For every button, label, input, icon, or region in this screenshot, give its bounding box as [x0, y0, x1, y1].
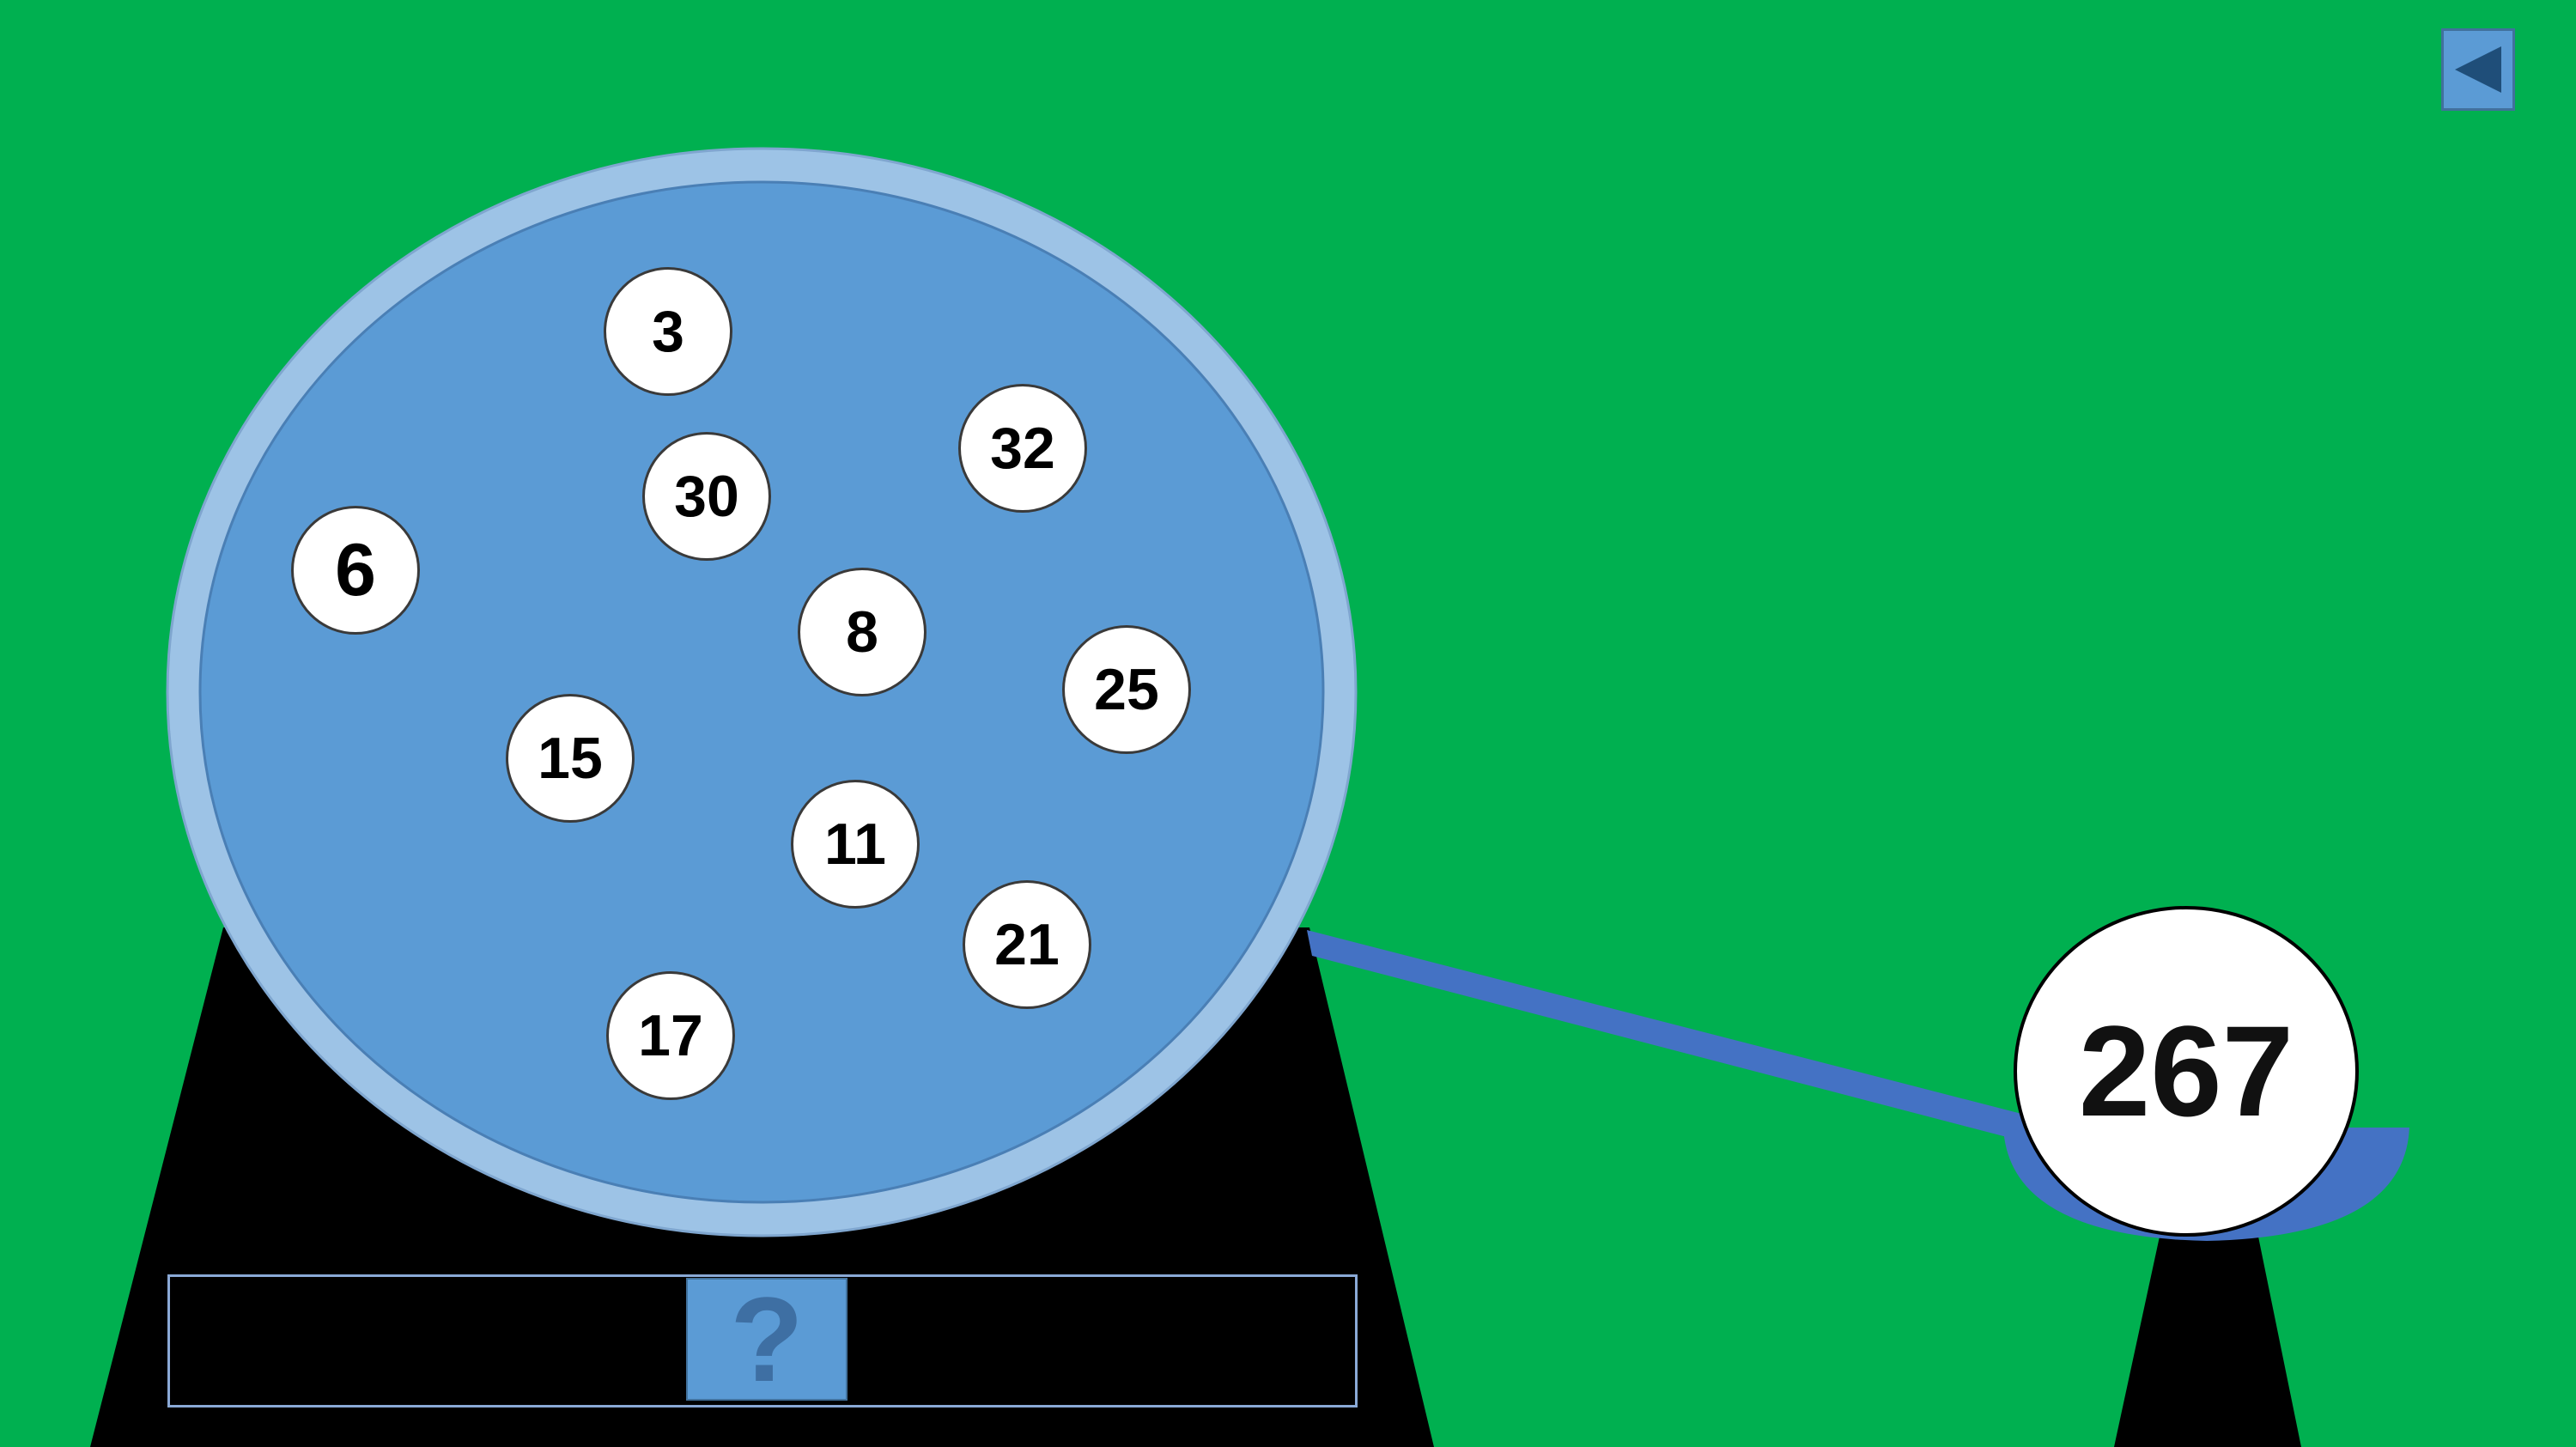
drawn-number-ball: 267	[2014, 906, 2359, 1237]
tray-stand	[2114, 1237, 2301, 1447]
back-button[interactable]	[2441, 28, 2515, 111]
number-ball[interactable]: 21	[963, 880, 1091, 1009]
number-ball[interactable]: 32	[958, 384, 1087, 513]
number-ball[interactable]: 3	[604, 267, 732, 396]
number-ball[interactable]: 15	[506, 694, 635, 823]
triangle-left-icon	[2455, 46, 2501, 93]
control-bar	[167, 1274, 1358, 1407]
number-ball[interactable]: 6	[291, 506, 420, 635]
number-ball[interactable]: 30	[642, 432, 771, 561]
number-ball[interactable]: 11	[791, 780, 920, 909]
number-ball[interactable]: 8	[798, 568, 927, 696]
ball-chute	[1307, 930, 2032, 1142]
number-ball[interactable]: 17	[606, 971, 735, 1100]
number-ball[interactable]: 25	[1062, 625, 1191, 754]
question-button[interactable]: ?	[686, 1272, 848, 1407]
